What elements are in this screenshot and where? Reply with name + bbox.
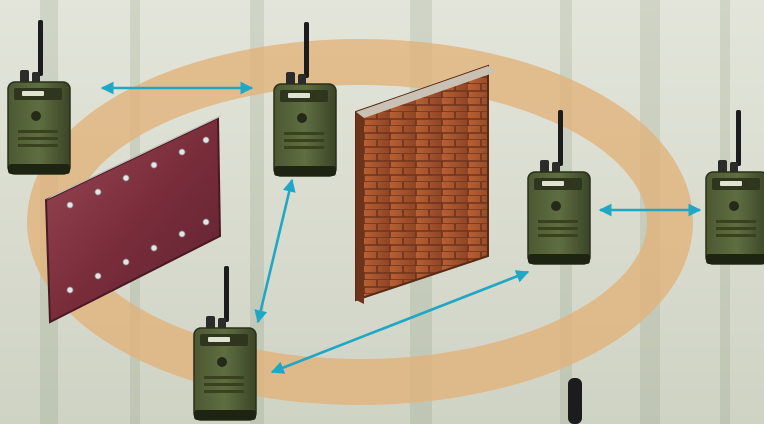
antenna-tip-icon bbox=[568, 378, 582, 424]
